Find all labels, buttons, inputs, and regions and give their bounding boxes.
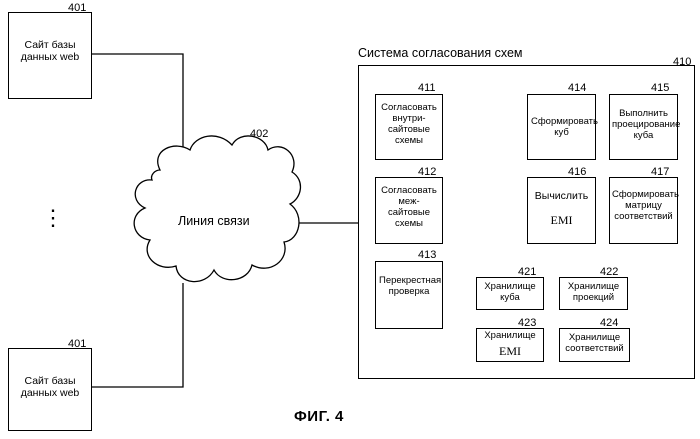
store-correspondences: Хранилище соответствий	[559, 328, 630, 362]
connector-bottom-db	[92, 283, 183, 387]
store-422-label: Хранилище проекций	[562, 282, 625, 304]
module-form-correspondence-matrix: Сформировать матрицу соответствий	[609, 177, 678, 244]
module-413-number: 413	[418, 249, 436, 261]
database-site-bottom: Сайт базы данных web	[8, 348, 92, 431]
cloud-shape	[134, 136, 300, 282]
module-411-number: 411	[418, 82, 436, 94]
store-cube: Хранилище куба	[476, 277, 544, 310]
database-site-top-label: Сайт базы данных web	[15, 39, 85, 63]
module-414-label: Сформировать куб	[531, 117, 592, 139]
module-form-cube: Сформировать куб	[527, 94, 596, 160]
module-417-label: Сформировать матрицу соответствий	[612, 190, 675, 223]
figure-caption: ФИГ. 4	[294, 408, 344, 425]
database-site-bottom-number: 401	[68, 338, 86, 350]
module-412-label: Согласовать меж-сайтовые схемы	[379, 186, 439, 230]
store-421-label: Хранилище куба	[479, 282, 541, 304]
database-site-top: Сайт базы данных web	[8, 12, 92, 99]
more-sites-ellipsis: ⋮	[42, 207, 64, 229]
system-title: Система согласования схем	[358, 46, 523, 60]
store-projections: Хранилище проекций	[559, 277, 628, 310]
store-424-label: Хранилище соответствий	[562, 333, 627, 355]
store-423-emi: EMI	[477, 345, 543, 359]
module-cube-projection: Выполнить проецирование куба	[609, 94, 678, 160]
module-413-label: Перекрестная проверка	[379, 276, 439, 298]
communication-line-label: Линия связи	[178, 214, 250, 228]
module-compute-emi: Вычислить EMI	[527, 177, 596, 244]
module-415-number: 415	[651, 82, 669, 94]
module-414-number: 414	[568, 82, 586, 94]
module-intra-site-matching: Согласовать внутри-сайтовые схемы	[375, 94, 443, 160]
communication-line-number: 402	[250, 128, 268, 140]
module-inter-site-matching: Согласовать меж-сайтовые схемы	[375, 177, 443, 244]
store-emi: Хранилище EMI	[476, 328, 544, 362]
database-site-top-number: 401	[68, 2, 86, 14]
module-416-label: Вычислить	[528, 190, 595, 202]
module-415-label: Выполнить проецирование куба	[612, 109, 675, 142]
module-cross-check: Перекрестная проверка	[375, 261, 443, 329]
store-423-label: Хранилище	[477, 331, 543, 342]
database-site-bottom-label: Сайт базы данных web	[15, 375, 85, 399]
module-416-emi: EMI	[528, 214, 595, 228]
module-411-label: Согласовать внутри-сайтовые схемы	[379, 103, 439, 147]
